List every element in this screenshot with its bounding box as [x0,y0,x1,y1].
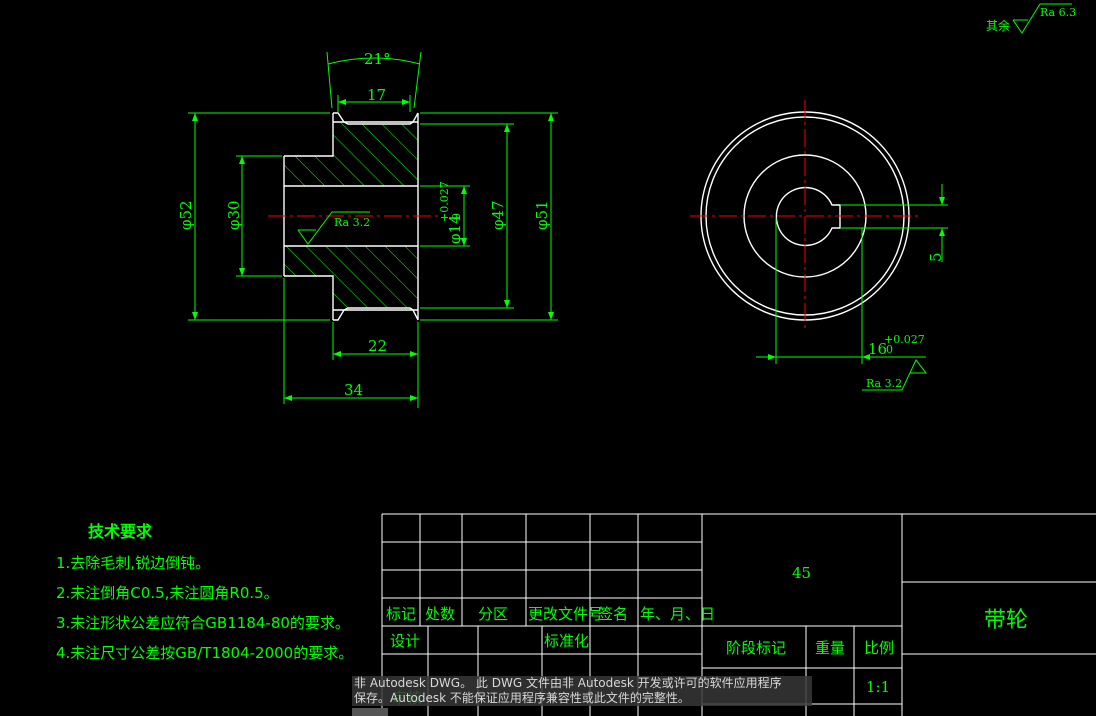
section-dimension-lines [188,51,558,408]
hatch-lower [284,246,418,310]
roughness-bore: Ra 3.2 [334,216,370,229]
tb-material: 45 [792,564,811,582]
dim-root-dia: φ47 [489,200,507,230]
dwg-warning-tooltip: 非 Autodesk DWG。 此 DWG 文件由非 Autodesk 开发或许… [352,676,812,706]
tb-header-zone: 分区 [478,605,508,623]
general-roughness: 其余 Ra 6.3 [986,3,1076,34]
roughness-general-value: Ra 6.3 [1040,6,1076,19]
dim-bore-tol-lower: 0 [450,213,463,220]
section-view: 21° 17 φ52 φ30 φ14 +0.027 0 φ47 φ51 22 3… [177,50,558,408]
tb-weight: 重量 [815,639,845,657]
side-view: 5 16 +0.027 0 Ra 3.2 [690,100,948,391]
dim-rim-dia: φ51 [533,200,551,230]
dim-bore-dia: φ14 [446,214,464,244]
tb-standardize: 标准化 [544,632,589,650]
tb-header-date: 年、月、日 [640,605,715,623]
dim-keyway-width: 5 [927,252,945,262]
side-centerlines [690,100,920,332]
dim-outer-dia: φ52 [177,200,195,230]
bore-keyway [775,186,841,247]
section-arrowheads [192,99,554,401]
note-item: 2.未注倒角C0.5,未注圆角R0.5。 [56,584,279,602]
tb-header-change-doc: 更改文件号 [528,605,603,623]
dim-length-34: 34 [344,381,363,399]
notes-title: 技术要求 [88,522,153,541]
dim-bore-tol-upper: +0.027 [438,181,451,222]
dim-hub-dia: φ30 [225,200,243,230]
note-item: 1.去除毛刺,锐边倒钝。 [56,554,211,572]
tb-design: 设计 [390,632,420,650]
hatch-upper [284,122,418,186]
dim-angle-21: 21° [364,50,391,68]
tb-scale: 1:1 [866,678,890,696]
roughness-keyway: Ra 3.2 [866,377,902,390]
tb-header-count: 处数 [425,605,455,623]
command-line[interactable] [352,708,388,716]
dim-width-22: 22 [368,337,387,355]
side-dimension-lines [756,184,948,391]
warning-line-2: 保存。Autodesk 不能保证应用程序兼容性或此文件的完整性。 [354,691,690,705]
tb-header-signature: 签名 [598,605,628,623]
warning-line-1: 非 Autodesk DWG。 此 DWG 文件由非 Autodesk 开发或许… [354,676,782,690]
tb-header-mark: 标记 [386,605,416,623]
side-arrowheads [768,197,945,360]
title-block: 标记 处数 分区 更改文件号 签名 年、月、日 设计 标准化 审核 45 阶段标… [381,513,1096,716]
note-item: 3.未注形状公差应符合GB1184-80的要求。 [56,614,350,632]
tb-scale-label: 比例 [864,639,894,657]
note-item: 4.未注尺寸公差按GB/T1804-2000的要求。 [56,644,354,662]
tb-part-name: 带轮 [984,608,1028,633]
roughness-general-label: 其余 [986,18,1010,33]
dim-keyway-tol-upper: +0.027 [884,333,925,346]
tb-stage: 阶段标记 [726,639,786,657]
dim-groove-17: 17 [367,86,386,104]
dim-keyway-tol-lower: 0 [886,343,893,356]
technical-requirements: 技术要求 1.去除毛刺,锐边倒钝。 2.未注倒角C0.5,未注圆角R0.5。 3… [56,518,353,668]
dim-keyway-depth: 16 [868,340,887,358]
